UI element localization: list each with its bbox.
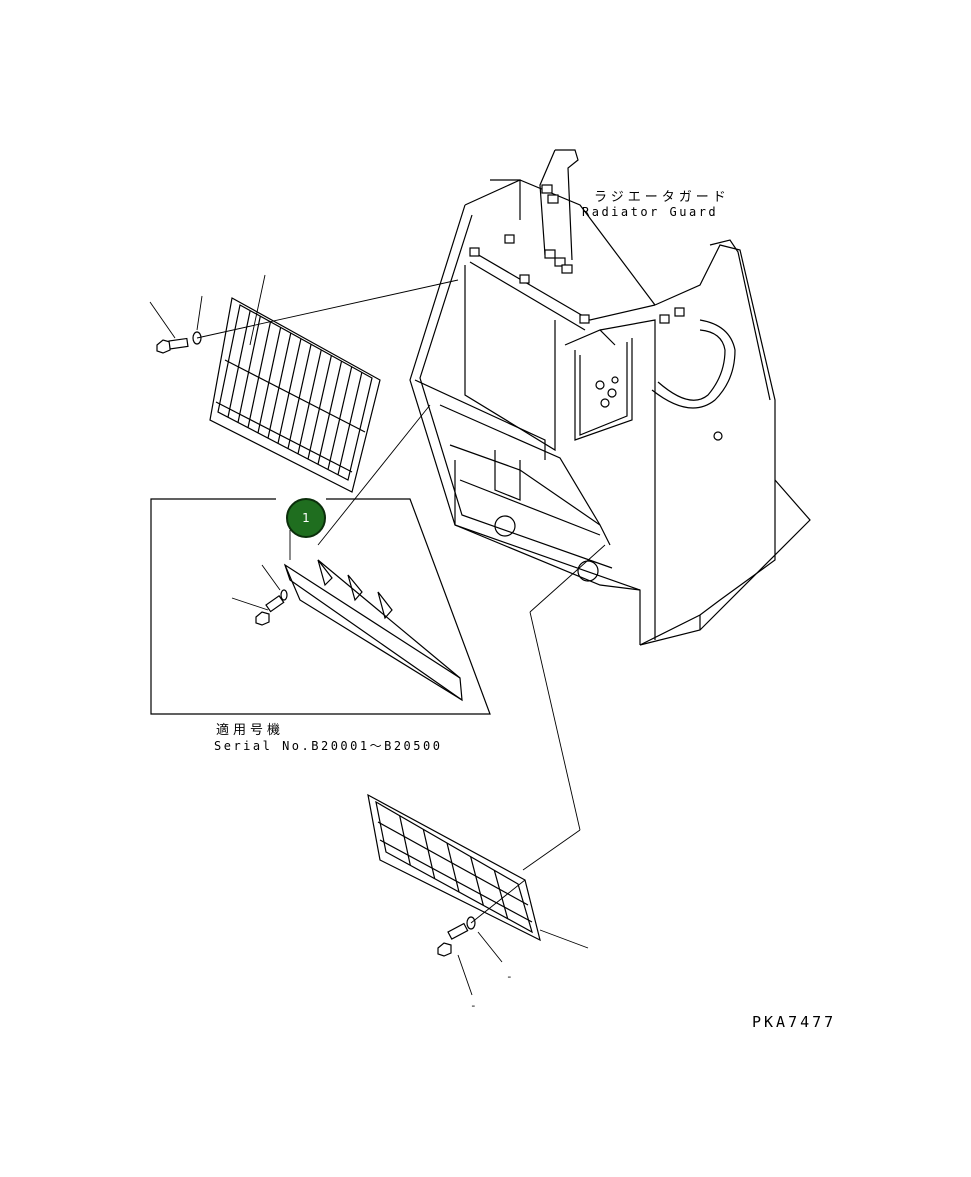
grille-bar [493, 870, 509, 919]
grille-bar [257, 327, 282, 434]
serial-label-jp: 適用号機 [216, 723, 285, 738]
radiator-guard-label-jp: ラジエータガード [594, 190, 730, 205]
grille-bar [247, 321, 272, 428]
grille-bar [327, 366, 353, 470]
grille-bar [422, 829, 436, 879]
grille-bar [237, 316, 261, 423]
grille-bar [277, 338, 302, 444]
grille-bar [297, 349, 322, 454]
grille-bar [287, 344, 312, 449]
serial-label-en: Serial No.B20001〜B20500 [214, 739, 443, 753]
lower-grille [367, 544, 606, 949]
radiator-guard-housing [409, 149, 811, 646]
part-dash-a: - [506, 970, 513, 983]
drawing-code: PKA7477 [752, 1013, 837, 1031]
grille-bar [317, 361, 343, 465]
grille-bar [307, 355, 332, 460]
grille-bar [227, 310, 251, 418]
grille-bar [470, 856, 484, 906]
part-callout-1[interactable]: 1 [286, 498, 326, 538]
part-dash-b: - [470, 999, 477, 1012]
lower-bolt [437, 879, 526, 996]
upper-bolt [149, 274, 459, 354]
radiator-guard-label-en: Radiator Guard [582, 205, 719, 219]
grille-bar [399, 815, 411, 866]
upper-grille [209, 297, 381, 493]
serial-inset [150, 404, 491, 715]
grille-bar [267, 332, 292, 439]
grille-bar [446, 842, 460, 893]
